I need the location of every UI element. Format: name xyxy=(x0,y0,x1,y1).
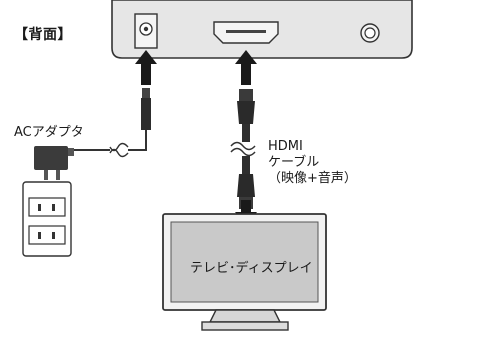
hdmi-cable-line2: ケーブル xyxy=(268,155,320,170)
tv-label: テレビ･ディスプレイ xyxy=(190,261,313,276)
hdmi-cable-name: HDMI xyxy=(268,139,303,154)
tv-icon xyxy=(162,213,327,331)
wall-outlet-icon xyxy=(22,181,72,257)
ac-adapter-label: ACアダプタ xyxy=(14,125,84,140)
device-back-panel xyxy=(111,0,413,59)
ac-adapter-cable xyxy=(72,88,151,158)
hdmi-cable-label: HDMI ケーブル （映像+音声） xyxy=(268,139,357,187)
arrow-up-hdmi-icon xyxy=(235,50,257,85)
round-jack-icon xyxy=(360,23,380,43)
hdmi-port-icon xyxy=(213,21,279,44)
dc-jack-icon xyxy=(134,13,158,49)
arrow-up-dc-icon xyxy=(135,50,157,85)
arrow-down-tv-icon xyxy=(235,200,257,226)
ac-adapter-icon xyxy=(34,146,74,180)
back-panel-label: 【背面】 xyxy=(14,27,72,43)
hdmi-cable xyxy=(230,89,256,209)
hdmi-cable-line3: （映像+音声） xyxy=(268,171,357,186)
